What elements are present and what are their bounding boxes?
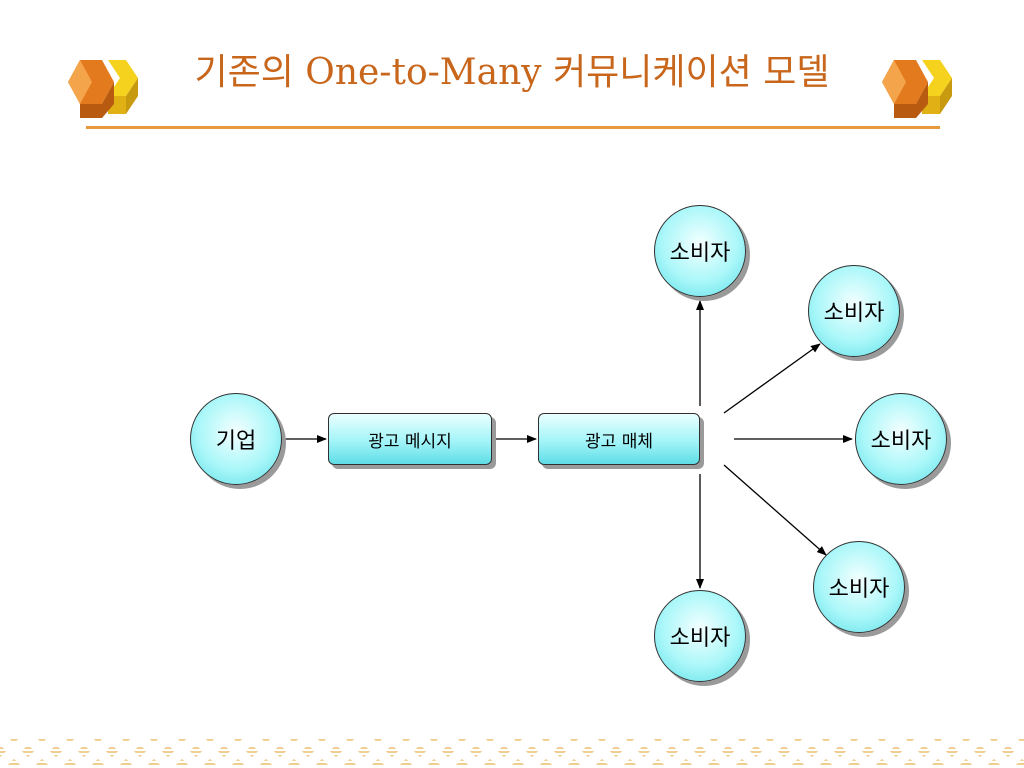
title-underline — [86, 126, 940, 129]
orange-cube-icon — [68, 60, 138, 118]
consumer-label: 소비자 — [669, 241, 731, 266]
medium-node: 광고 매체 — [538, 413, 700, 465]
consumer-node-upper-right: 소비자 — [808, 265, 900, 357]
footer-diamond-band — [0, 737, 1024, 765]
source-node: 기업 — [190, 393, 282, 485]
consumer-label: 소비자 — [823, 301, 885, 326]
source-label: 기업 — [215, 429, 257, 454]
consumer-label: 소비자 — [828, 577, 890, 602]
consumer-node-top: 소비자 — [654, 205, 746, 297]
consumer-node-lower-right: 소비자 — [813, 541, 905, 633]
arrow-medium-to-consumer-lower-right — [723, 464, 827, 556]
consumer-label: 소비자 — [669, 626, 731, 651]
message-node: 광고 메시지 — [328, 413, 492, 465]
medium-label: 광고 매체 — [585, 431, 653, 452]
consumer-node-right: 소비자 — [855, 393, 947, 485]
arrow-medium-to-consumer-upper-right — [723, 343, 821, 414]
consumer-node-bottom: 소비자 — [654, 590, 746, 682]
consumer-label: 소비자 — [870, 429, 932, 454]
orange-cube-icon — [882, 60, 952, 118]
slide-title: 기존의 One-to-Many 커뮤니케이션 모델 — [194, 52, 830, 93]
message-label: 광고 메시지 — [368, 431, 452, 452]
